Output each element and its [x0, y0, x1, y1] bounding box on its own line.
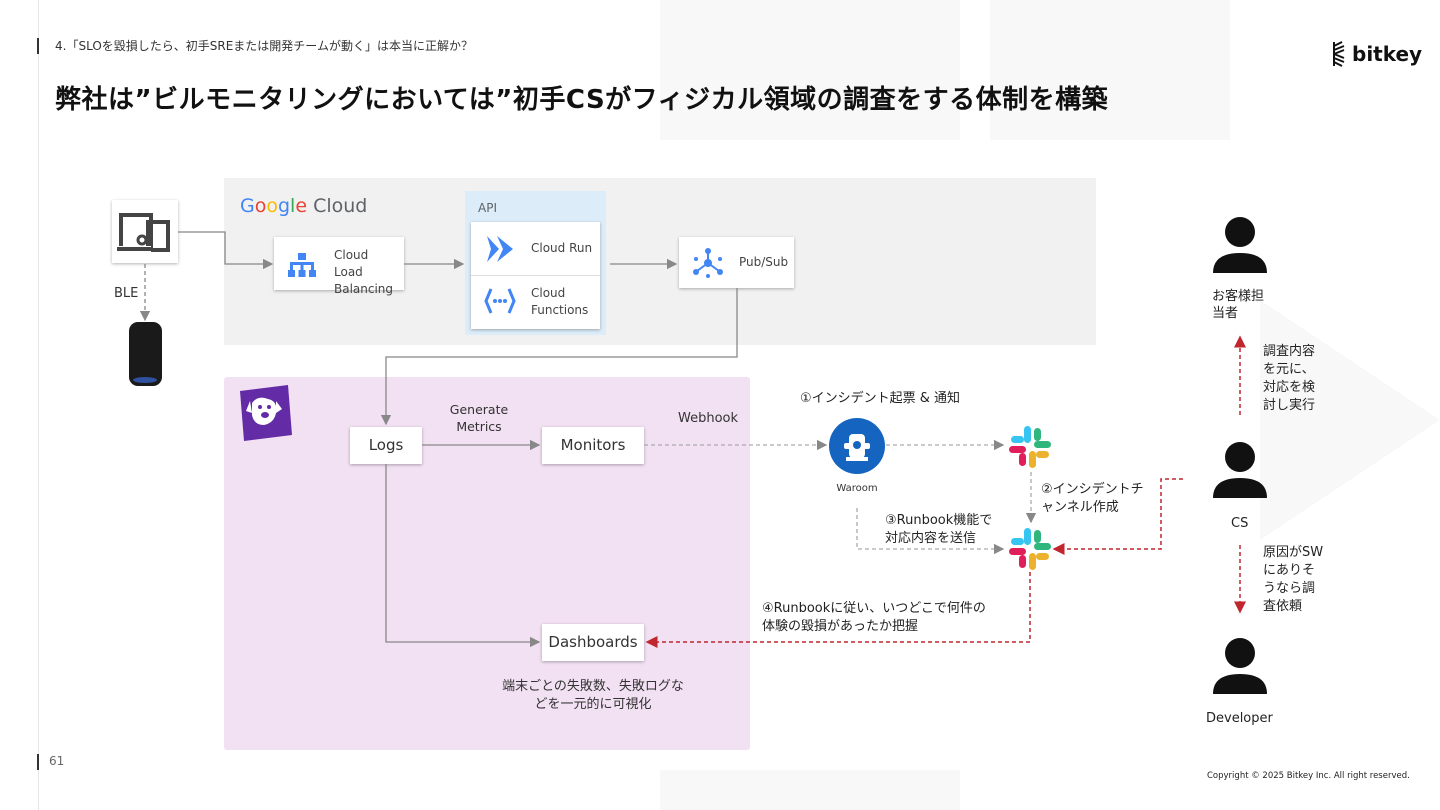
cloud-functions-label: Cloud Functions — [531, 286, 589, 317]
load-balancing-label: Cloud Load Balancing — [334, 248, 394, 296]
generate-metrics-label: Generate Metrics — [449, 402, 509, 434]
waroom-label: Waroom — [836, 483, 878, 494]
monitors-box: Monitors — [542, 427, 644, 464]
webhook-label: Webhook — [678, 411, 739, 426]
page-marker — [37, 754, 39, 770]
developer-person-icon — [1213, 638, 1267, 694]
step3-label: ③Runbook機能で対応内容を送信 — [885, 513, 993, 546]
api-services-card: Cloud Run Cloud Functions — [471, 222, 600, 329]
section-marker — [37, 38, 39, 54]
step1-label: ①インシデント起票 & 通知 — [800, 391, 961, 406]
pubsub-icon — [693, 248, 723, 278]
step2-label: ②インシデントチャンネル作成 — [1041, 482, 1144, 515]
pubsub-label: Pub/Sub — [739, 255, 789, 269]
page-number: 61 — [49, 754, 65, 768]
dashboards-label: Dashboards — [548, 633, 638, 651]
waroom-icon — [829, 418, 885, 474]
load-balancing-icon — [288, 253, 316, 277]
monitors-label: Monitors — [560, 436, 626, 454]
pubsub-card: Pub/Sub — [679, 237, 794, 288]
customer-person-icon — [1213, 217, 1267, 273]
device-icon — [117, 213, 170, 252]
ble-sensor-icon — [129, 322, 162, 386]
logs-box: Logs — [350, 427, 422, 464]
slack-channel-icon — [1009, 528, 1051, 570]
cs-person-icon — [1213, 442, 1267, 498]
cloud-run-icon — [487, 236, 513, 262]
copyright: Copyright © 2025 Bitkey Inc. All right r… — [1207, 771, 1410, 781]
logo-text: bitkey — [1352, 42, 1423, 66]
ble-label: BLE — [114, 286, 139, 301]
developer-label: Developer — [1206, 711, 1273, 726]
dashboards-box: Dashboards — [542, 624, 644, 661]
dashboards-note: 端末ごとの失敗数、失敗ログなどを一元的に可視化 — [502, 679, 684, 712]
google-cloud-logo: Google Cloud — [240, 195, 368, 217]
bitkey-logo-icon — [1333, 41, 1345, 67]
device-card — [112, 200, 178, 263]
bitkey-logo: bitkey — [1330, 40, 1422, 68]
left-border — [38, 0, 39, 810]
cs-to-customer-label: 調査内容を元に、対応を検討し実行 — [1263, 344, 1316, 413]
background-pattern — [660, 0, 1440, 810]
customer-label: お客様担当者 — [1212, 289, 1265, 321]
section-label: 4.「SLOを毀損したら、初手SREまたは開発チームが動く」は本当に正解か？ — [55, 39, 473, 53]
cs-label: CS — [1231, 516, 1249, 531]
step4-label: ④Runbookに従い、いつどこで何件の体験の毀損があったか把握 — [762, 601, 986, 634]
cloud-run-label: Cloud Run — [531, 241, 593, 255]
api-label: API — [478, 201, 497, 215]
datadog-panel — [224, 377, 750, 750]
logs-label: Logs — [368, 436, 404, 454]
cloud-functions-icon — [484, 288, 516, 314]
slack-icon — [1009, 426, 1051, 468]
cloud-load-balancing-card: Cloud Load Balancing — [274, 237, 404, 296]
cs-to-developer-label: 原因がSWにありそうなら調査依頼 — [1263, 545, 1324, 614]
datadog-icon — [240, 385, 292, 441]
page-title: 弊社は”ビルモニタリングにおいては”初手CSがフィジカル領域の調査をする体制を構… — [55, 85, 1109, 115]
